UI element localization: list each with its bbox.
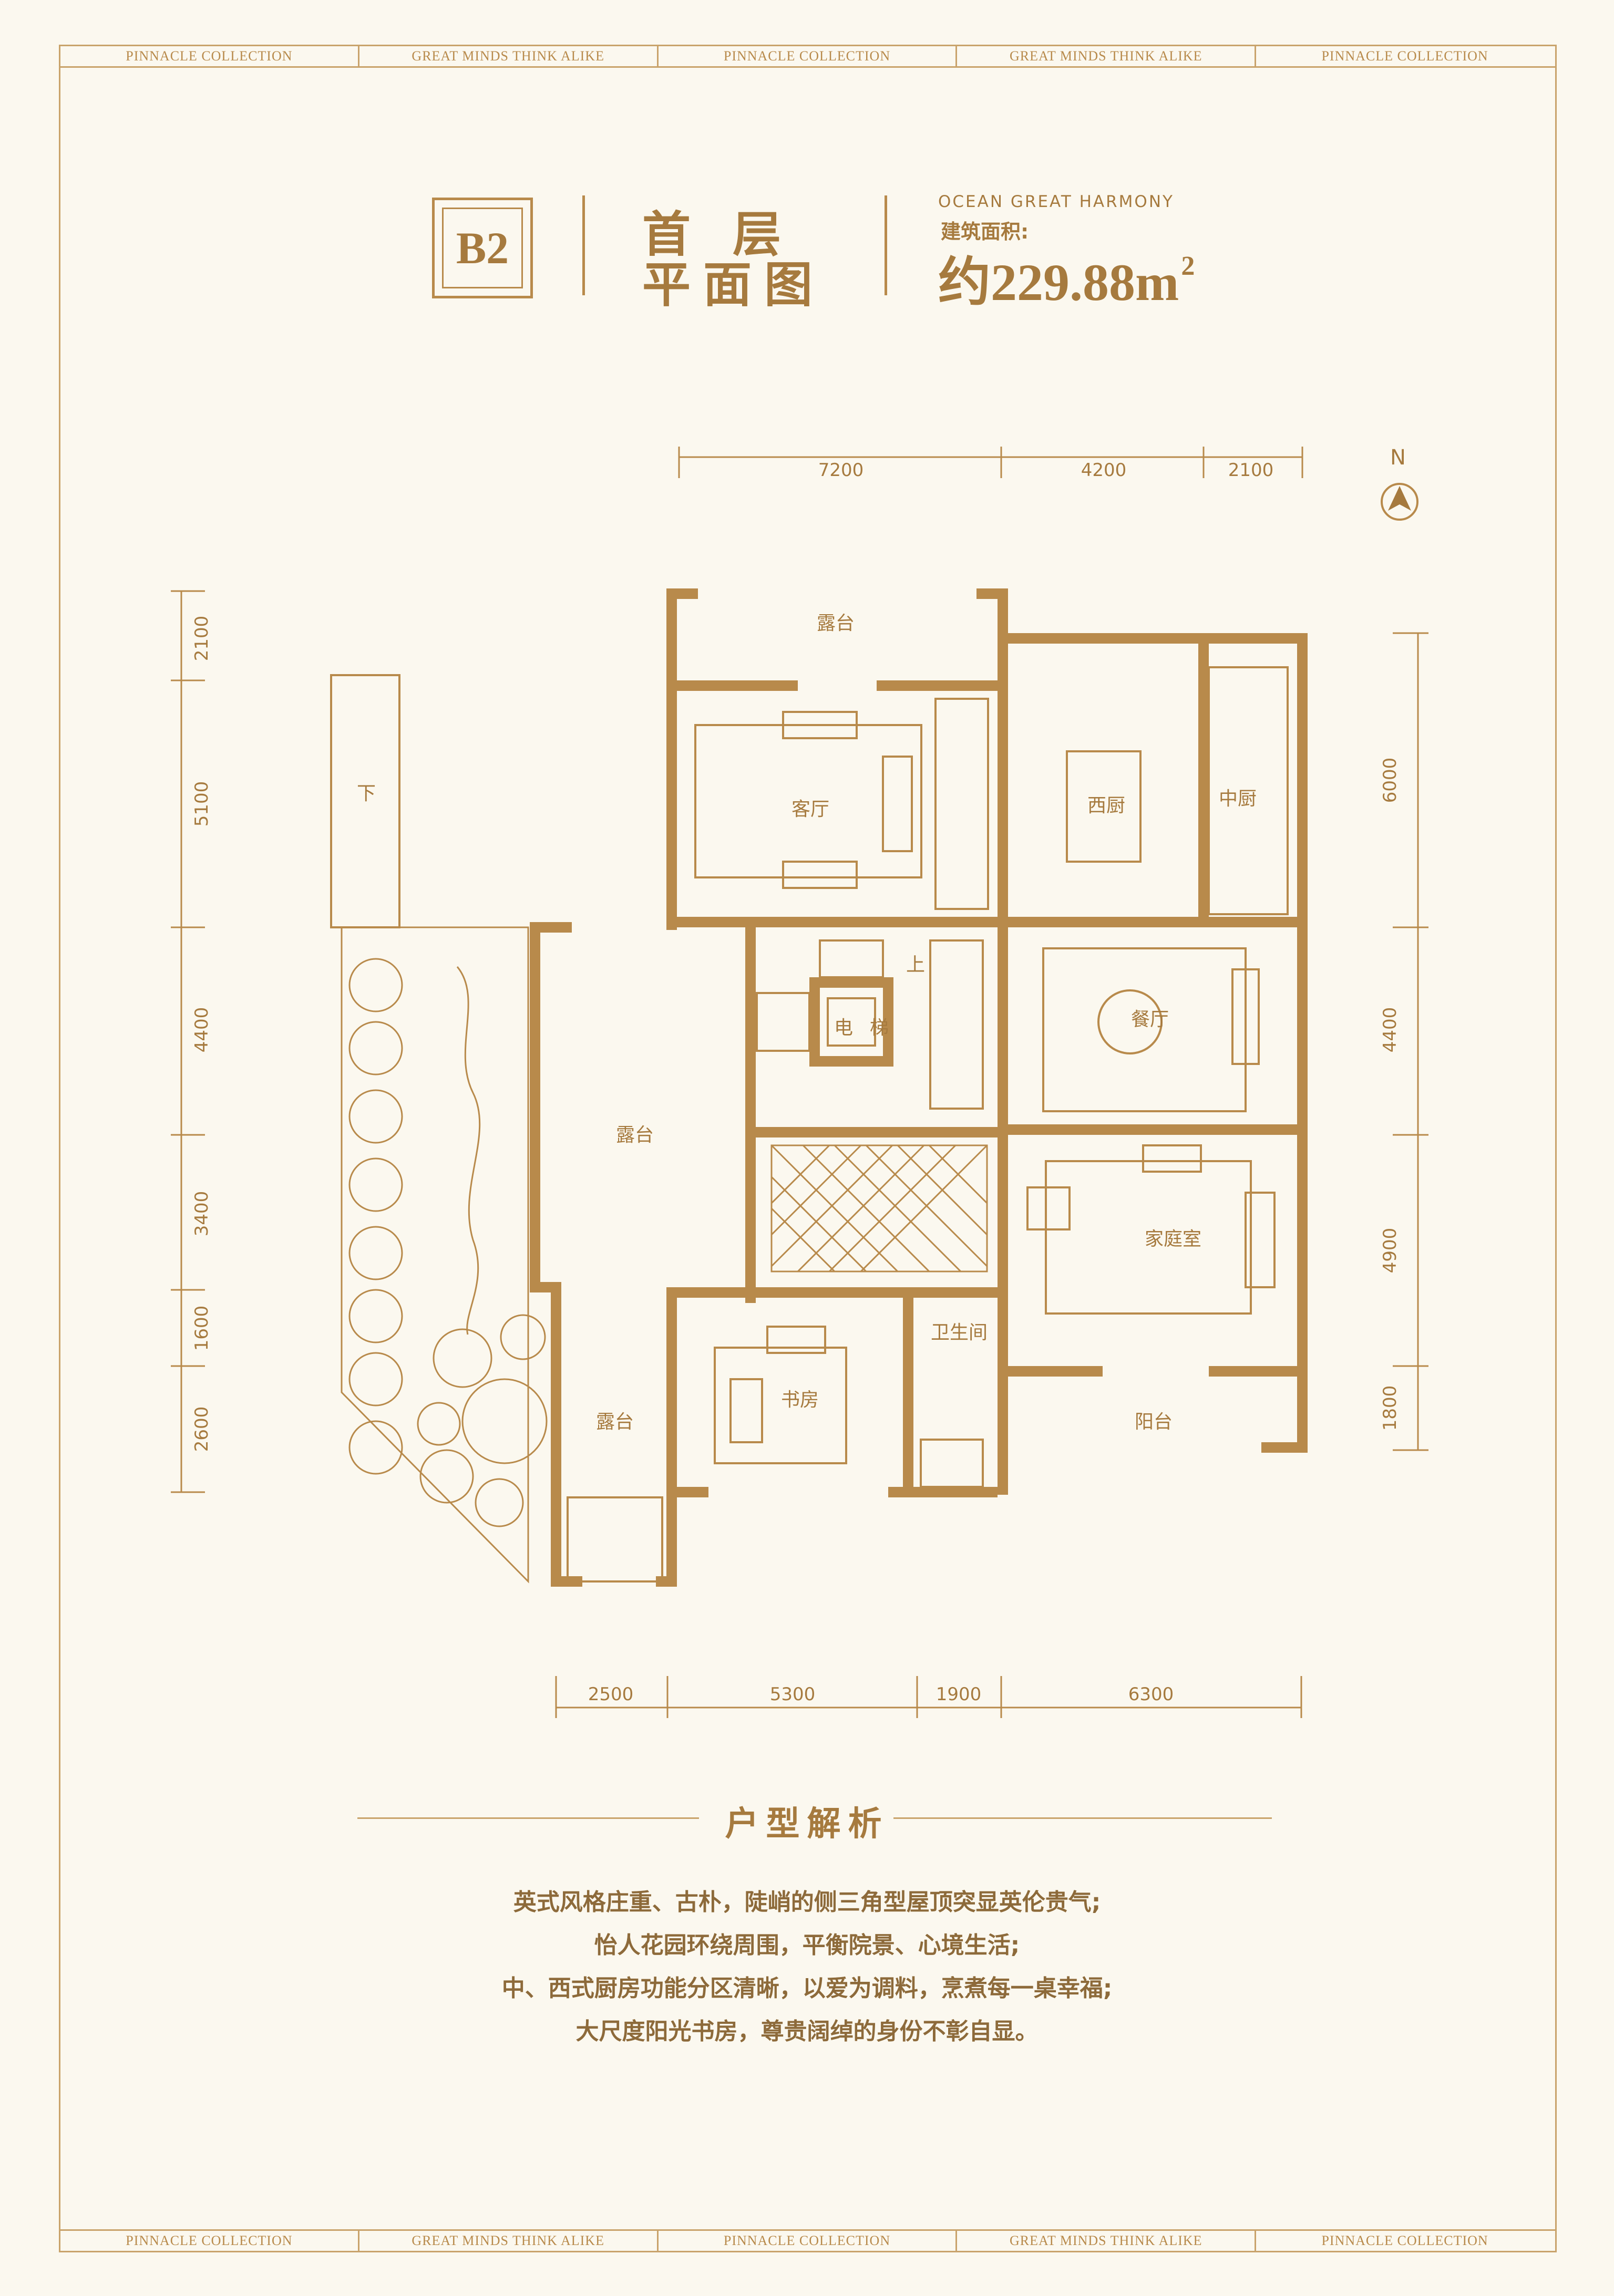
dim-left-6: 2600 [191,1406,212,1452]
stair-side [929,939,984,1110]
unit-badge: B2 [432,198,533,298]
header-band: GREAT MINDS THINK ALIKE [957,46,1257,66]
dim-right-2: 4400 [1380,1007,1401,1053]
kitchen-counter [1208,666,1289,915]
description-line: 中、西式厨房功能分区清晰，以爱为调料，烹煮每一桌幸福; [501,1975,1113,2002]
dining-table [1097,989,1163,1054]
room-study: 书房 [781,1389,819,1411]
glass-roof-hatch [770,1144,988,1273]
dining-room-outline [1042,947,1247,1112]
header-band: PINNACLE COLLECTION [60,46,359,66]
header-band-row: PINNACLE COLLECTION GREAT MINDS THINK AL… [60,46,1554,66]
dim-bottom-3: 1900 [936,1684,982,1705]
area-value: 约229.88m2 [938,239,1195,315]
room-terrace-mid: 露台 [616,1124,654,1146]
room-family: 家庭室 [1145,1228,1201,1250]
analysis-title: 户型解析 [725,1804,889,1844]
elevator-shaft-lower [920,1439,984,1488]
description-line: 怡人花园环绕周围，平衡院景、心境生活; [594,1932,1020,1959]
area-unit-superscript: 2 [1181,251,1195,281]
top-band-frame [59,45,1557,68]
dim-left-1: 2100 [191,616,212,661]
room-western-kitchen: 西厨 [1087,795,1125,816]
dim-top-1: 7200 [818,460,864,481]
sofa-bottom [782,861,858,889]
bottom-band-frame [59,2229,1557,2252]
dim-bottom-1: 2500 [588,1684,634,1705]
family-chair [1026,1186,1071,1230]
dining-sideboard [1231,968,1260,1065]
footer-band-row: PINNACLE COLLECTION GREAT MINDS THINK AL… [60,2231,1554,2251]
compass-icon [1381,483,1418,521]
description: 英式风格庄重、古朴，陡峭的侧三角型屋顶突显英伦贵气; 怡人花园环绕周围，平衡院景… [0,1881,1614,2053]
family-sofa-top [1142,1144,1202,1173]
dim-bottom-2: 5300 [770,1684,816,1705]
sofa-top [782,711,858,739]
dim-right-1: 6000 [1380,758,1401,803]
page-title-line1: 首 层 [642,206,794,263]
room-balcony: 阳台 [1135,1411,1173,1433]
analysis-divider-left [357,1817,699,1819]
header-divider [885,195,887,295]
header-divider [582,195,585,295]
garden-path [341,926,529,1584]
page-title-line2: 平面图 [642,256,826,313]
header-band: PINNACLE COLLECTION [659,46,958,66]
garden-shrubs [348,958,548,1527]
dim-left-2: 5100 [191,781,212,827]
elevator-label-2: 梯 [870,1017,889,1039]
footer-band: PINNACLE COLLECTION [1321,2233,1488,2248]
room-terrace-top: 露台 [817,613,855,634]
room-bathroom: 卫生间 [931,1322,988,1343]
header-band: PINNACLE COLLECTION [1321,48,1488,64]
analysis-divider-right [893,1817,1272,1819]
study-chair [766,1326,826,1354]
dim-right-4: 1800 [1380,1385,1401,1431]
stair-up-label: 上 [906,954,925,976]
room-dining: 餐厅 [1131,1009,1169,1030]
stair-left [756,992,810,1052]
room-chinese-kitchen: 中厨 [1219,788,1257,810]
dim-right-3: 4900 [1380,1228,1401,1274]
sofa-right [882,756,913,852]
footer-band: GREAT MINDS THINK ALIKE [957,2231,1257,2251]
dim-left-4: 3400 [191,1191,212,1237]
area-label: 建筑面积: [941,220,1029,243]
header-band: GREAT MINDS THINK ALIKE [359,46,659,66]
dim-left-5: 1600 [191,1306,212,1351]
compass-label: N [1390,446,1406,470]
room-terrace-low: 露台 [596,1411,634,1433]
dim-left-3: 4400 [191,1007,212,1053]
unit-badge-label: B2 [442,208,523,288]
island [1066,750,1142,863]
footer-band: GREAT MINDS THINK ALIKE [359,2231,659,2251]
dim-bottom-4: 6300 [1128,1684,1174,1705]
family-room-outline [1045,1160,1252,1315]
description-line: 英式风格庄重、古朴，陡峭的侧三角型屋顶突显英伦贵气; [513,1889,1101,1916]
study-desk-area [714,1347,847,1464]
family-sofa-right [1245,1192,1276,1288]
subtitle-en: OCEAN GREAT HARMONY [938,192,1174,211]
tv-cabinet [934,698,989,910]
lower-stair [567,1496,663,1583]
footer-band: PINNACLE COLLECTION [659,2231,958,2251]
footer-band: PINNACLE COLLECTION [60,2231,359,2251]
elevator-box [827,997,876,1047]
dim-top-2: 4200 [1081,460,1127,481]
living-room-outline [694,724,922,878]
stair-down-label: 下 [357,783,376,804]
elevator-label-1: 电 [834,1017,853,1039]
walls [530,588,1308,1587]
dim-top-3: 2100 [1228,460,1274,481]
room-living: 客厅 [791,799,829,820]
area-number: 约229.88m [938,253,1179,312]
study-desk [729,1378,763,1443]
stair-upper [819,939,884,978]
description-line: 大尺度阳光书房，尊贵阔绰的身份不彰自显。 [575,2018,1039,2045]
